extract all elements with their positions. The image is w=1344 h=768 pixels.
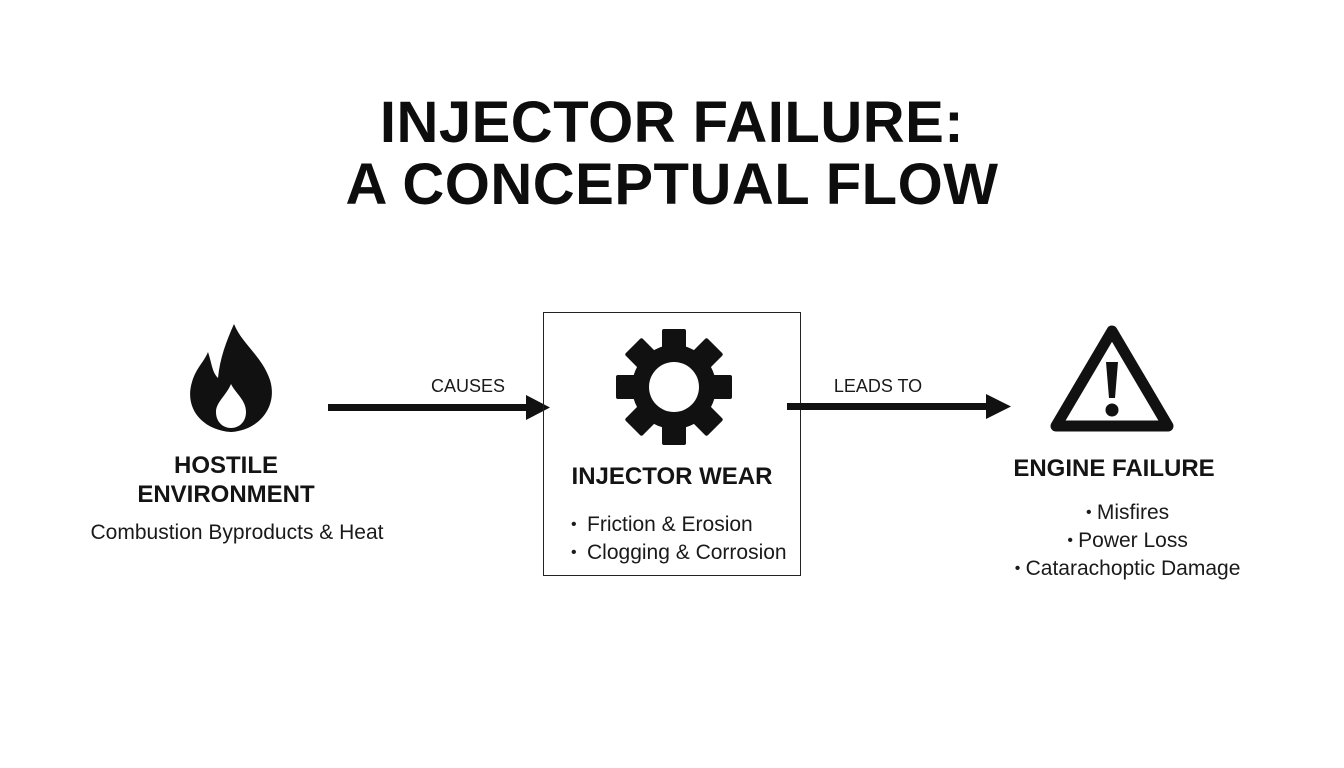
list-item: •Misfires — [1086, 501, 1170, 524]
title-line-2: A CONCEPTUAL FLOW — [345, 152, 999, 217]
injector-wear-bullets: •Friction & Erosion •Clogging & Corrosio… — [571, 511, 787, 567]
leads-to-arrow — [787, 394, 1011, 419]
injector-wear-box — [543, 312, 801, 576]
title-line-1: INJECTOR FAILURE: — [379, 90, 965, 155]
flame-icon — [186, 322, 276, 434]
list-item: •Clogging & Corrosion — [571, 541, 787, 564]
causes-arrow — [328, 395, 550, 420]
list-item: •Catarachoptic Damage — [1014, 557, 1241, 580]
causes-label: CAUSES — [430, 376, 506, 396]
hostile-title-line-2: ENVIRONMENT — [137, 481, 315, 508]
page-title: INJECTOR FAILURE: A CONCEPTUAL FLOW — [0, 92, 1344, 216]
hostile-title-line-1: HOSTILE — [173, 452, 278, 479]
list-item: •Friction & Erosion — [571, 513, 753, 536]
warning-icon — [1048, 322, 1176, 436]
leads-to-label: LEADS TO — [833, 376, 923, 396]
injector-wear-title: INJECTOR WEAR — [571, 463, 773, 490]
engine-failure-bullets: •Misfires •Power Loss •Catarachoptic Dam… — [1000, 499, 1250, 583]
hostile-environment-subtitle: Combustion Byproducts & Heat — [90, 521, 384, 544]
engine-failure-title: ENGINE FAILURE — [1013, 455, 1215, 482]
gear-icon — [614, 327, 734, 447]
hostile-environment-title: HOSTILE ENVIRONMENT — [100, 451, 352, 509]
list-item: •Power Loss — [1067, 529, 1188, 552]
